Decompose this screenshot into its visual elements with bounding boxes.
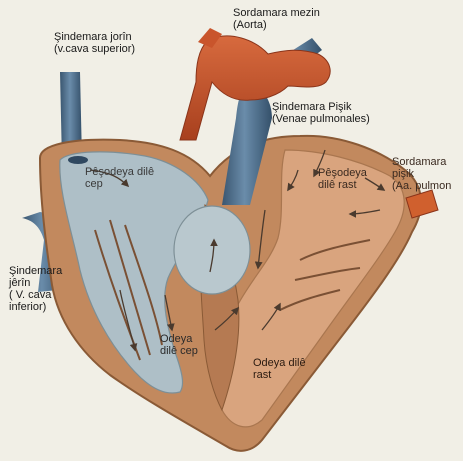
- label-aorta-line1: Sordamara mezin: [233, 7, 320, 19]
- label-rv-line2: dilê cep: [160, 345, 198, 357]
- label-superior-vena-cava: Şindemara jorîn (v.cava superior): [54, 31, 135, 55]
- label-pv-line1: Şindemara Pişik: [272, 101, 370, 113]
- label-left-atrium: Pêşodeya dilê rast: [318, 167, 367, 191]
- label-pa-line3: (Aa. pulmon: [392, 180, 451, 192]
- label-lv-line2: rast: [253, 369, 306, 381]
- label-pulmonary-veins: Şindemara Pişik (Venae pulmonales): [272, 101, 370, 125]
- label-ra-line1: Pêşodeya dilê: [85, 166, 154, 178]
- label-aorta-line2: (Aorta): [233, 19, 320, 31]
- label-pa-line1: Sordamara: [392, 156, 451, 168]
- label-pa-line2: pişik: [392, 168, 451, 180]
- label-svc-line1: Şindemara jorîn: [54, 31, 135, 43]
- label-svc-line2: (v.cava superior): [54, 43, 135, 55]
- label-lv-line1: Odeya dilê: [253, 357, 306, 369]
- label-la-line2: dilê rast: [318, 179, 367, 191]
- label-la-line1: Pêşodeya: [318, 167, 367, 179]
- inflow-spot: [68, 156, 88, 164]
- label-ivc-line3: ( V. cava: [9, 289, 62, 301]
- valve-bulb: [174, 206, 250, 294]
- label-ivc-line1: Şindemara: [9, 265, 62, 277]
- label-right-ventricle: Odeya dilê cep: [160, 333, 198, 357]
- label-pulmonary-artery: Sordamara pişik (Aa. pulmon: [392, 156, 451, 192]
- label-pv-line2: (Venae pulmonales): [272, 113, 370, 125]
- label-aorta: Sordamara mezin (Aorta): [233, 7, 320, 31]
- label-ivc-line2: jêrîn: [9, 277, 62, 289]
- label-left-ventricle: Odeya dilê rast: [253, 357, 306, 381]
- label-ra-line2: cep: [85, 178, 154, 190]
- label-inferior-vena-cava: Şindemara jêrîn ( V. cava inferior): [9, 265, 62, 313]
- label-right-atrium: Pêşodeya dilê cep: [85, 166, 154, 190]
- label-rv-line1: Odeya: [160, 333, 198, 345]
- label-ivc-line4: inferior): [9, 301, 62, 313]
